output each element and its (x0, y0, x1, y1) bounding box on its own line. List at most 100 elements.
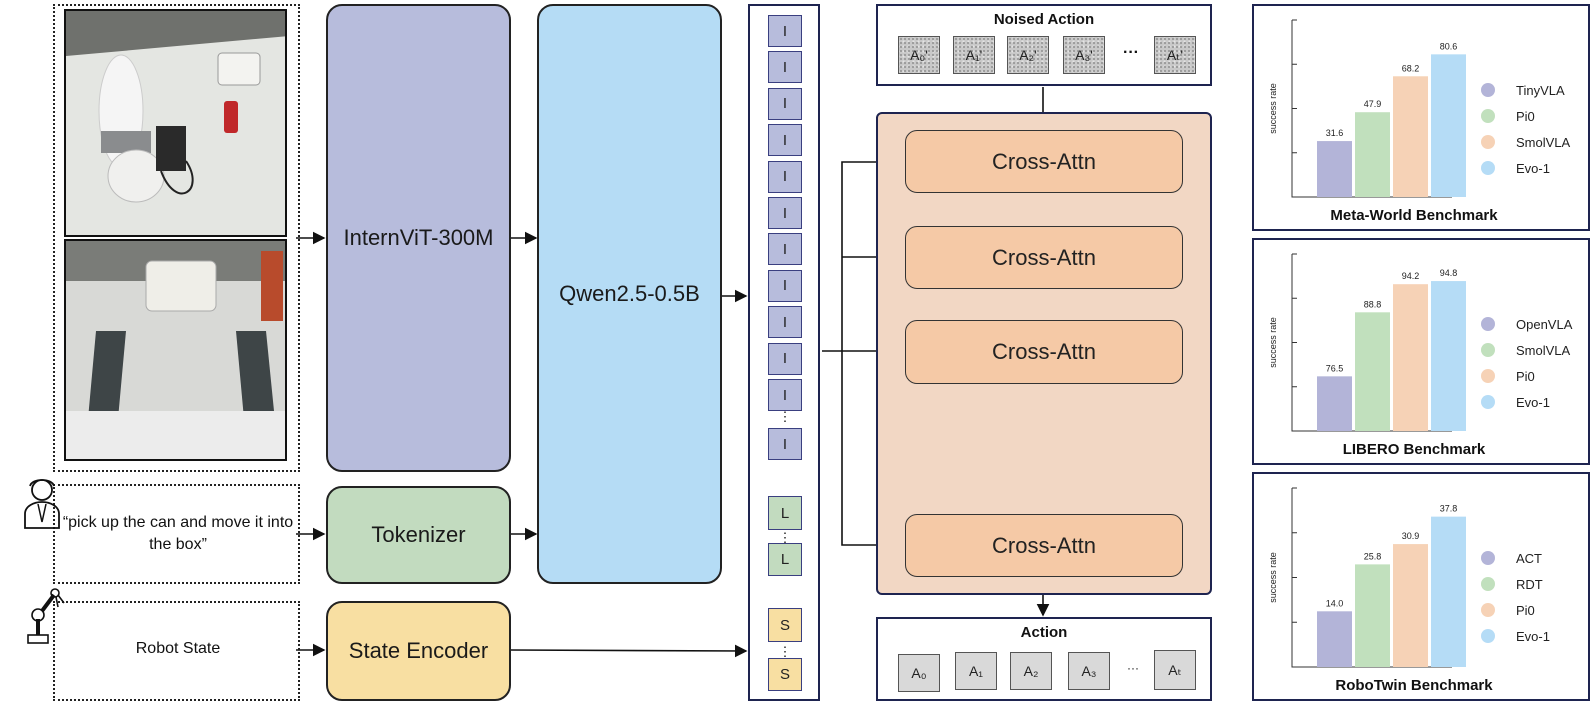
image-token: I (768, 160, 802, 193)
language-token: L (768, 496, 802, 530)
action-ellipsis: ··· (1127, 661, 1139, 675)
bar-value-label: 94.8 (1440, 268, 1458, 278)
image-input-group (53, 4, 300, 472)
legend-swatch (1481, 551, 1495, 565)
bar-value-label: 94.2 (1402, 271, 1420, 281)
state-encoder-block: State Encoder (326, 601, 511, 701)
robot-arm-scene-illustration (66, 11, 285, 235)
y-axis-label: success rate (1268, 317, 1278, 368)
legend-label: ACT (1516, 551, 1542, 566)
bar-smolvla (1355, 312, 1390, 431)
robot-state-input-box (53, 601, 300, 701)
legend-swatch (1481, 395, 1495, 409)
image-token-ellipsis: ⋮ (778, 409, 792, 424)
bar-chart: 76.5OpenVLA88.8SmolVLA94.2Pi094.8Evo-1su… (1268, 253, 1573, 458)
state-token-ellipsis: ⋮ (778, 644, 792, 659)
bar-evo-1 (1431, 281, 1466, 431)
legend-label: OpenVLA (1516, 317, 1573, 332)
token-sequence-column (748, 4, 820, 701)
legend-swatch (1481, 369, 1495, 383)
robot-camera-image-2 (64, 239, 287, 461)
bar-tinyvla (1317, 141, 1352, 197)
bar-value-label: 37.8 (1440, 504, 1458, 514)
robot-arm-icon (22, 585, 66, 645)
bar-value-label: 30.9 (1402, 531, 1420, 541)
image-token: I (768, 87, 802, 120)
action-token: A₂ (1010, 652, 1052, 690)
legend-swatch (1481, 109, 1495, 123)
bar-act (1317, 611, 1352, 667)
legend-label: TinyVLA (1516, 83, 1565, 98)
image-token: I (768, 342, 802, 375)
chart-title: Meta-World Benchmark (1330, 207, 1498, 224)
action-output-panel: Action A₀ A₁ A₂ A₃ ··· Aₜ (876, 617, 1212, 701)
noised-action-token: Aₜ' (1154, 36, 1196, 74)
bar-chart: 31.6TinyVLA47.9Pi068.2SmolVLA80.6Evo-1su… (1268, 19, 1571, 224)
legend-swatch (1481, 83, 1495, 97)
bar-rdt (1355, 564, 1390, 667)
cross-attn-block-1: Cross-Attn (905, 130, 1183, 193)
tokenizer-block: Tokenizer (326, 486, 511, 584)
action-token: Aₜ (1154, 650, 1196, 690)
image-token: I (768, 428, 802, 460)
legend-label: Pi0 (1516, 603, 1535, 618)
image-token: I (768, 306, 802, 339)
action-token: A₃ (1068, 652, 1110, 690)
bar-value-label: 68.2 (1402, 63, 1420, 73)
legend-swatch (1481, 161, 1495, 175)
image-token: I (768, 233, 802, 266)
action-output-title: Action (1020, 624, 1068, 641)
noised-action-token: A₀' (898, 36, 940, 74)
gripper-view-illustration (66, 241, 285, 459)
legend-label: Pi0 (1516, 109, 1535, 124)
legend-label: SmolVLA (1516, 135, 1571, 150)
legend-swatch (1481, 603, 1495, 617)
bar-value-label: 88.8 (1364, 299, 1382, 309)
bar-openvla (1317, 376, 1352, 431)
bar-value-label: 80.6 (1440, 41, 1458, 51)
bar-evo-1 (1431, 54, 1466, 198)
legend-label: SmolVLA (1516, 343, 1571, 358)
bar-value-label: 76.5 (1326, 363, 1344, 373)
image-token: I (768, 269, 802, 302)
legend-swatch (1481, 577, 1495, 591)
cross-attn-block-4: Cross-Attn (905, 514, 1183, 577)
chart-title: LIBERO Benchmark (1343, 441, 1486, 458)
state-token: S (768, 658, 802, 691)
y-axis-label: success rate (1268, 83, 1278, 134)
vision-encoder-block: InternViT-300M (326, 4, 511, 472)
image-token: I (768, 15, 802, 47)
image-token: I (768, 197, 802, 229)
bar-value-label: 14.0 (1326, 598, 1344, 608)
legend-label: Evo-1 (1516, 629, 1550, 644)
noised-action-panel: Noised Action A₀' A₁' A₂' A₃' ··· Aₜ' (876, 4, 1212, 86)
legend-swatch (1481, 343, 1495, 357)
chart-title: RoboTwin Benchmark (1335, 677, 1493, 694)
legend-label: RDT (1516, 577, 1543, 592)
cross-attn-block-3: Cross-Attn (905, 320, 1183, 384)
bar-evo-1 (1431, 516, 1466, 667)
bar-value-label: 25.8 (1364, 551, 1382, 561)
image-token: I (768, 51, 802, 84)
bar-smolvla (1393, 76, 1428, 197)
robot-state-label: Robot State (135, 640, 221, 657)
legend-label: Evo-1 (1516, 161, 1550, 176)
language-token-ellipsis: ⋮ (778, 530, 792, 545)
llm-backbone-block: Qwen2.5-0.5B (537, 4, 722, 584)
state-token: S (768, 608, 802, 642)
robot-camera-image-1 (64, 9, 287, 237)
bar-pi0 (1393, 544, 1428, 667)
noised-action-token: A₂' (1007, 36, 1049, 74)
noised-action-token: A₁' (953, 36, 995, 74)
action-token: A₁ (955, 652, 997, 690)
legend-swatch (1481, 317, 1495, 331)
language-token: L (768, 543, 802, 576)
arrow-encoder-to-state-token (509, 644, 748, 658)
image-token: I (768, 124, 802, 157)
image-token: I (768, 379, 802, 411)
y-axis-label: success rate (1268, 552, 1278, 603)
